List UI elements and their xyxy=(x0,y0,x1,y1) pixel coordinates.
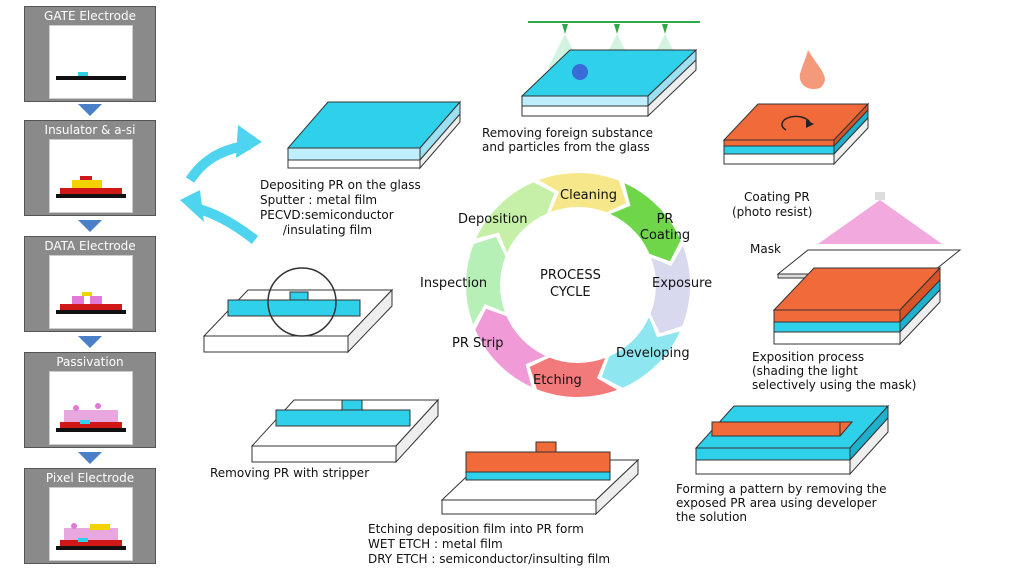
caption-etching-3: DRY ETCH : semiconductor/insulting film xyxy=(368,552,611,566)
inspection-glass xyxy=(202,267,394,354)
process-cycle-ring xyxy=(466,173,690,397)
passivation-layer-icon xyxy=(56,403,126,432)
return-arrow-lower xyxy=(180,190,259,244)
cycle-segment xyxy=(466,236,506,325)
step-illustration xyxy=(49,25,133,99)
down-arrow-icon xyxy=(78,220,102,232)
cycle-label-pr-strip: PR Strip xyxy=(452,336,504,351)
caption-coating-2: (photo resist) xyxy=(732,205,813,219)
cycle-segment xyxy=(538,173,627,213)
developing-glass xyxy=(694,404,890,476)
cycle-label-exposure: Exposure xyxy=(652,276,713,291)
cycle-center-line2: CYCLE xyxy=(550,285,591,300)
pixel-layer-icon xyxy=(56,523,126,550)
caption-exposure: Exposition process (shading the light se… xyxy=(752,350,917,392)
deposition-glass xyxy=(286,100,462,170)
cycle-segment xyxy=(601,317,680,388)
gate-layer-icon xyxy=(56,72,126,80)
etching-glass xyxy=(440,441,640,516)
step-gate-electrode: GATE Electrode xyxy=(24,6,156,102)
step-illustration xyxy=(49,371,133,445)
cycle-segment xyxy=(475,308,546,387)
insulator-layer-icon xyxy=(56,176,126,198)
step-insulator: Insulator & a-si xyxy=(24,120,156,216)
coating-glass xyxy=(722,50,870,166)
caption-deposition-3: PECVD:semiconductor xyxy=(260,208,394,222)
cycle-label-inspection: Inspection xyxy=(420,276,488,291)
caption-etching-1: Etching deposition film into PR form xyxy=(368,522,584,536)
step-pixel-electrode: Pixel Electrode xyxy=(24,468,156,564)
caption-etching-2: WET ETCH : metal film xyxy=(368,537,503,551)
caption-mask: Mask xyxy=(750,242,781,256)
step-data-electrode: DATA Electrode xyxy=(24,236,156,332)
step-label: Pixel Electrode xyxy=(45,471,135,485)
cycle-label-etching: Etching xyxy=(533,373,582,388)
caption-deposition-2: Sputter : metal film xyxy=(260,193,378,207)
caption-strip: Removing PR with stripper xyxy=(210,466,370,480)
caption-developing: Forming a pattern by removing the expose… xyxy=(676,482,887,524)
caption-deposition-1: Depositing PR on the glass xyxy=(260,178,421,192)
cycle-label-developing: Developing xyxy=(616,346,690,361)
caption-deposition-4: /insulating film xyxy=(260,223,373,237)
step-illustration xyxy=(49,487,133,561)
caption-cleaning: Removing foreign substance and particles… xyxy=(482,126,654,154)
return-arrow-upper xyxy=(185,125,262,183)
caption-coating-1: Coating PR xyxy=(744,190,810,204)
step-illustration xyxy=(49,255,133,329)
cycle-segment xyxy=(610,183,681,262)
cycle-label-pr-coating: PR Coating xyxy=(639,212,691,243)
data-layer-icon xyxy=(56,292,126,314)
step-label: GATE Electrode xyxy=(44,9,136,23)
down-arrow-icon xyxy=(78,104,102,116)
cycle-segment xyxy=(529,357,618,397)
strip-glass xyxy=(250,398,440,464)
down-arrow-icon xyxy=(78,336,102,348)
step-label: DATA Electrode xyxy=(44,239,136,253)
cycle-segment xyxy=(476,182,555,253)
cleaning-glass xyxy=(520,21,700,118)
cycle-label-deposition: Deposition xyxy=(458,212,528,227)
cycle-segment xyxy=(650,245,690,334)
step-passivation: Passivation xyxy=(24,352,156,448)
cycle-label-cleaning: Cleaning xyxy=(560,188,617,203)
exposure-glass xyxy=(772,192,962,346)
step-label: Insulator & a-si xyxy=(44,123,136,137)
step-label: Passivation xyxy=(56,355,124,369)
cycle-center-line1: PROCESS xyxy=(540,268,601,283)
step-illustration xyxy=(49,139,133,213)
down-arrow-icon xyxy=(78,452,102,464)
